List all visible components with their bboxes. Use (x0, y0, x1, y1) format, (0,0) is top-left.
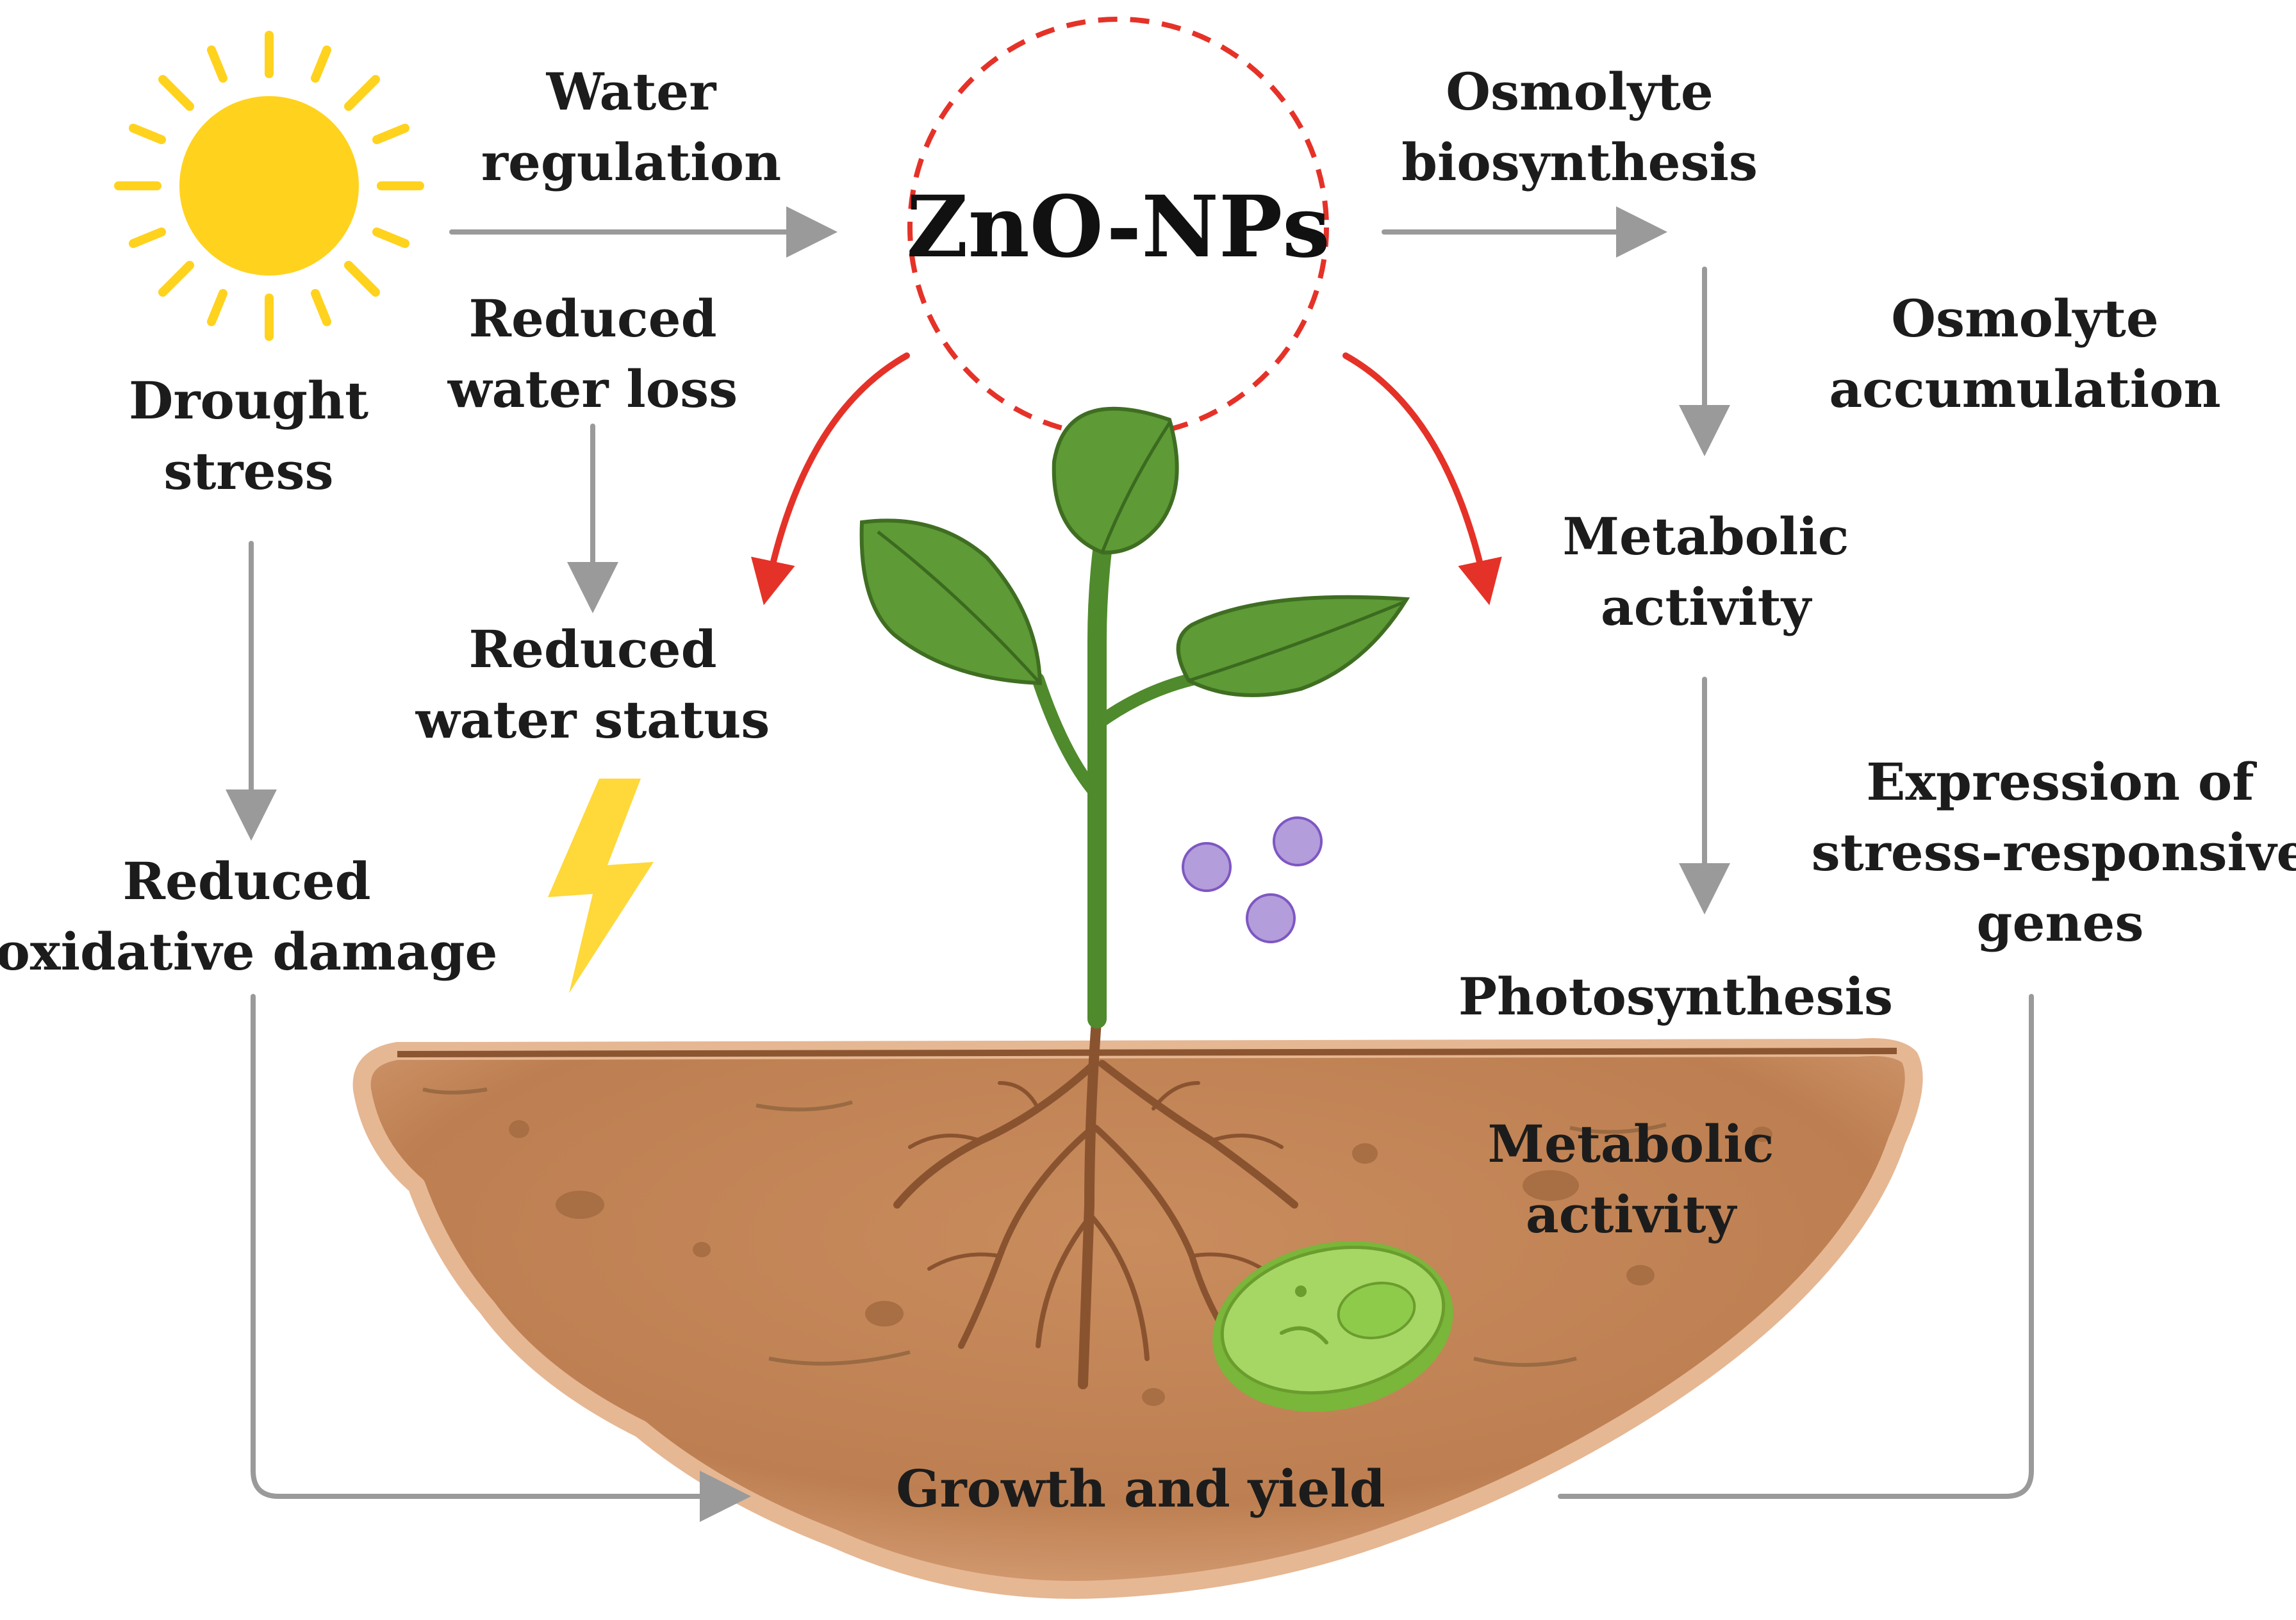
label-metabolic-activity-top: Metabolic activity (1562, 506, 1849, 637)
label-growth-yield: Growth and yield (896, 1459, 1385, 1519)
red-arrow-right (1342, 352, 1502, 606)
arrow-oxidative-to-growth (251, 994, 751, 1522)
label-drought-stress: Drought stress (128, 370, 369, 501)
label-reduced-water-loss: Reduced water loss (447, 288, 738, 419)
red-arrow-left (751, 352, 910, 606)
line-genes-to-growth (1558, 994, 2034, 1499)
soil-icon (352, 1038, 1923, 1599)
root-system (893, 1007, 1298, 1389)
label-reduced-water-status: Reduced water status (415, 619, 770, 750)
nanoparticle-icon (1182, 816, 1323, 943)
lightning-icon (548, 779, 654, 993)
label-reduced-oxidative-damage: Reduced oxidative damage (0, 851, 498, 982)
plant-icon (859, 406, 1410, 1029)
label-osmolyte-biosynthesis: Osmolyte biosynthesis (1401, 62, 1758, 192)
zno-np-label: ZnO-NPs (906, 178, 1330, 277)
label-water-regulation: Water regulation (481, 62, 782, 192)
label-metabolic-activity-soil: Metabolic activity (1487, 1114, 1774, 1244)
label-osmolyte-accumulation: Osmolyte accumulation (1829, 288, 2221, 419)
chloroplast-icon (1212, 1241, 1453, 1412)
sun-icon (114, 31, 424, 341)
label-expression-genes: Expression of stress-responsive genes (1811, 752, 2296, 953)
label-photosynthesis: Photosynthesis (1458, 966, 1894, 1027)
